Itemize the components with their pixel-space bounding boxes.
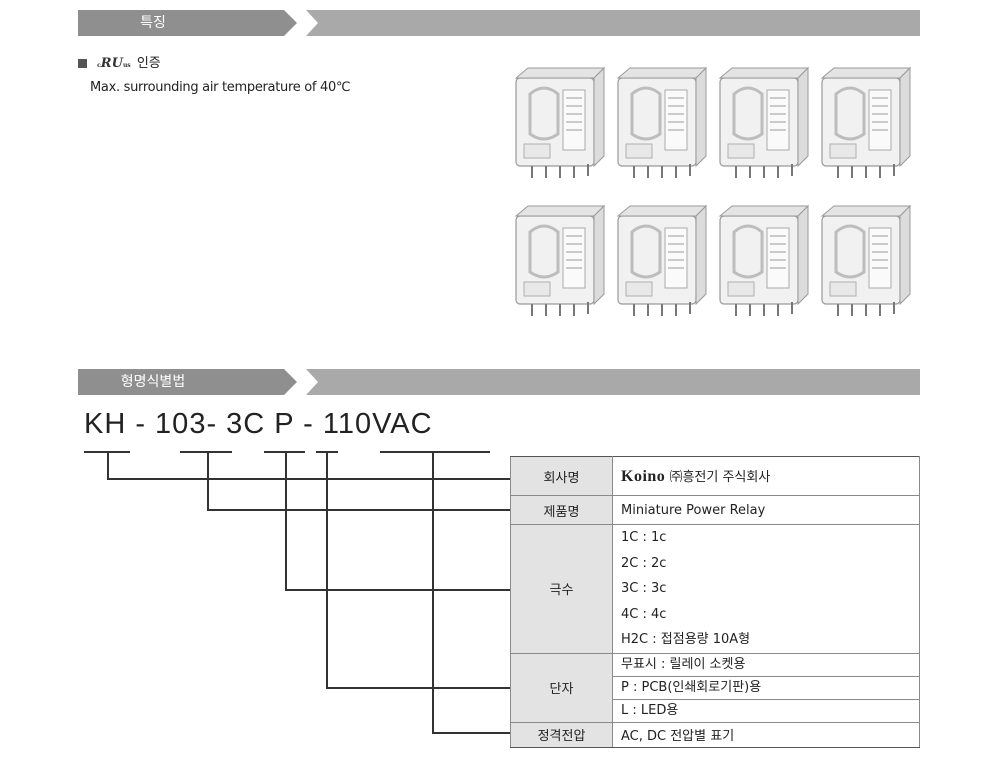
company-name: ㈜흥전기 주식회사 (669, 470, 771, 485)
certification-label: 인증 (136, 56, 161, 71)
voltage-value: AC, DC 전압별 표기 (612, 721, 920, 748)
product-key: 제품명 (510, 495, 613, 525)
header-bar-shape (78, 369, 920, 395)
section-header-naming: 형명식별법 (78, 369, 920, 395)
model-code: KH - 103- 3C P - 110VAC (84, 408, 433, 440)
company-logo: Koino (621, 468, 666, 485)
terminal-value: L : LED용 (621, 702, 679, 718)
section-title-features: 특징 (140, 15, 166, 31)
section-header-features: 특징 (78, 10, 920, 36)
company-key: 회사명 (510, 456, 613, 496)
header-bar-shape (78, 10, 920, 36)
table-row: 단자 무표시 : 릴레이 소켓용 P : PCB(인쇄회로기판)용 L : LE… (510, 652, 920, 723)
voltage-key: 정격전압 (510, 721, 613, 748)
company-value: Koino ㈜흥전기 주식회사 (612, 456, 920, 496)
poles-value: 2C : 2c (621, 555, 667, 571)
table-row: 정격전압 AC, DC 전압별 표기 (510, 721, 920, 748)
table-row: 극수 1C : 1c 2C : 2c 3C : 3c 4C : 4c H2C :… (510, 524, 920, 654)
naming-spec-table: 회사명 Koino ㈜흥전기 주식회사 제품명 Miniature Power … (510, 456, 920, 748)
section-title-naming: 형명식별법 (120, 374, 186, 390)
poles-value: 3C : 3c (621, 581, 667, 597)
table-row: 제품명 Miniature Power Relay (510, 495, 920, 525)
poles-values: 1C : 1c 2C : 2c 3C : 3c 4C : 4c H2C : 접점… (612, 524, 920, 654)
poles-value: 4C : 4c (621, 606, 667, 622)
poles-value: 1C : 1c (621, 530, 667, 545)
terminal-value: P : PCB(인쇄회로기판)용 (613, 677, 919, 700)
terminal-values: 무표시 : 릴레이 소켓용 P : PCB(인쇄회로기판)용 L : LED용 (612, 652, 920, 723)
poles-value: H2C : 접점용량 10A형 (621, 632, 751, 648)
table-row: 회사명 Koino ㈜흥전기 주식회사 (510, 456, 920, 496)
feature-certification: cRUus 인증 (78, 52, 161, 71)
terminal-value: 무표시 : 릴레이 소켓용 (613, 654, 919, 677)
bullet-square-icon (78, 59, 87, 68)
poles-key: 극수 (510, 524, 613, 654)
terminal-key: 단자 (510, 652, 613, 723)
feature-description: Max. surrounding air temperature of 40℃ (90, 80, 351, 95)
ul-certification-logo: cRUus (97, 56, 131, 71)
product-value: Miniature Power Relay (612, 495, 920, 525)
